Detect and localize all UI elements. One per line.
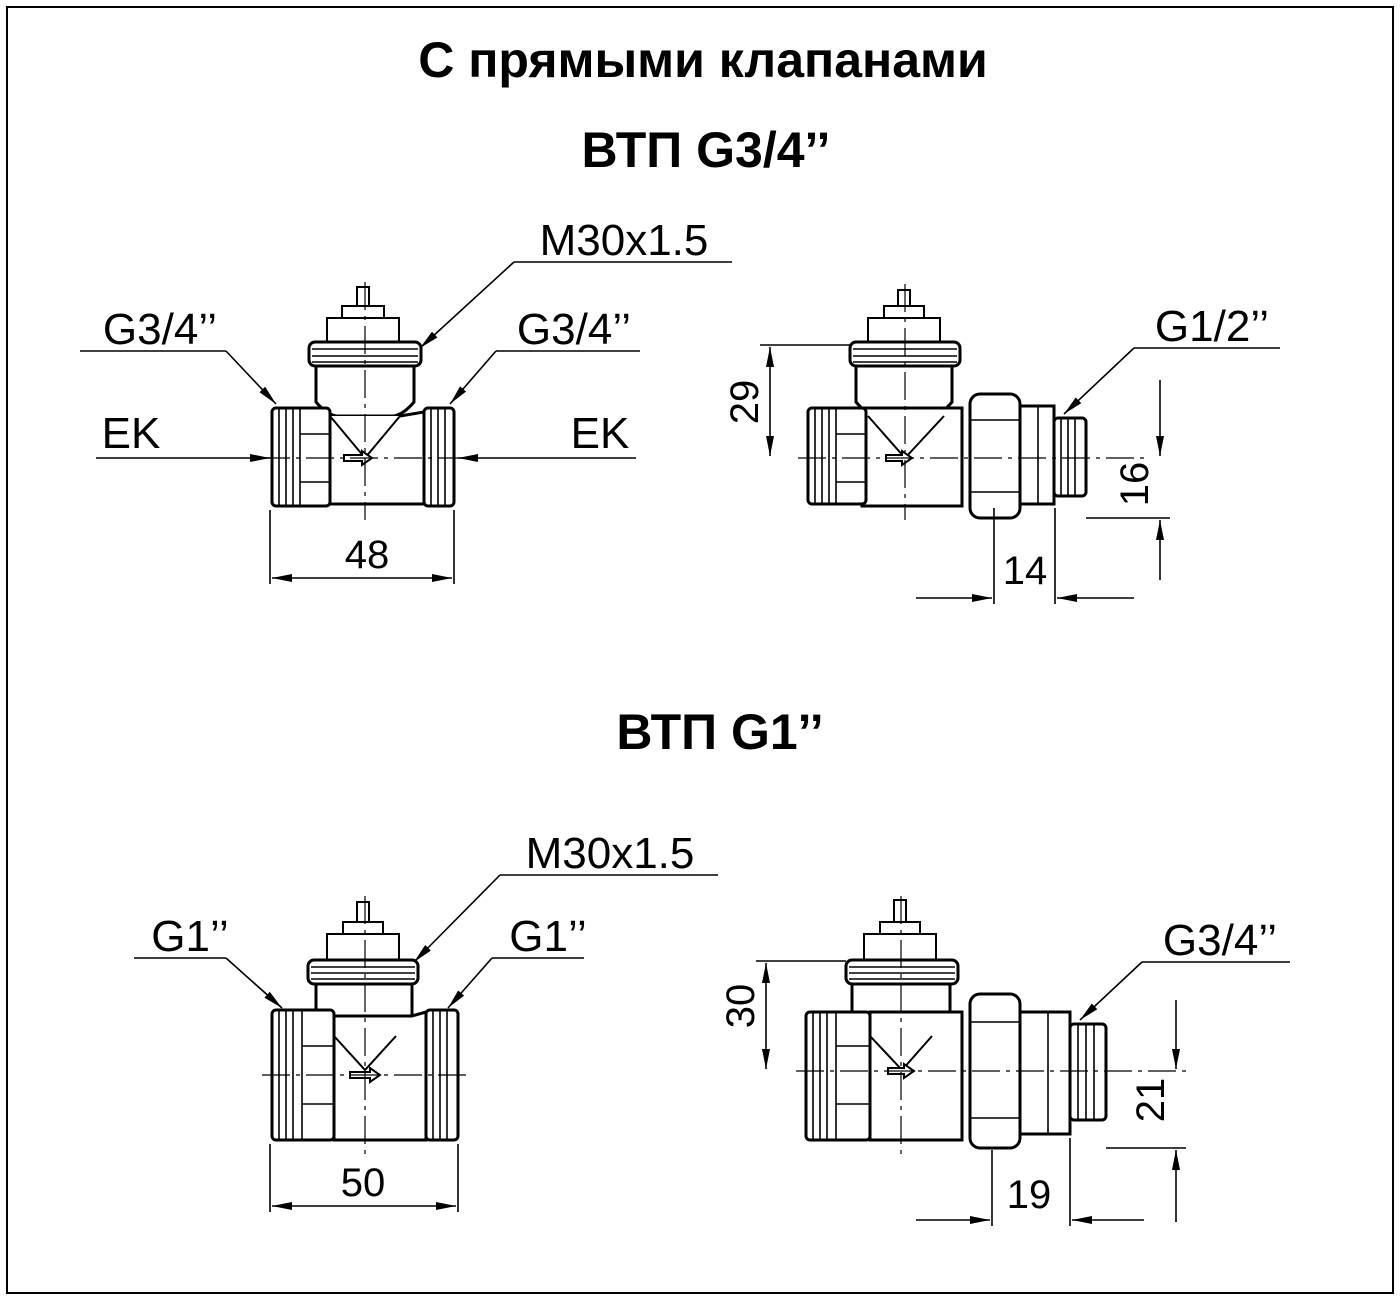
s1-top-thread-label: M30x1.5: [540, 216, 709, 265]
main-title: С прямыми клапанами: [418, 32, 988, 88]
section2-left-annotations: M30x1.5 G1’’ G1’’ 50: [134, 829, 718, 1212]
section1-right-annotations: G1/2’’ 29 16 14: [723, 302, 1280, 604]
s2-dim-vertical-a: 30: [719, 984, 763, 1029]
section2-title: ВТП G1’’: [616, 704, 823, 760]
section2-right-annotations: G3/4’’ 30 21 19: [719, 916, 1290, 1226]
section1-left-annotations: M30x1.5 G3/4’’ G3/4’’ EK EK 48: [80, 216, 732, 584]
s2-right-thread-label: G1’’: [509, 912, 586, 961]
valve-straight-g34: [262, 282, 470, 520]
s2-left-thread-label: G1’’: [151, 912, 228, 961]
valve-straight-g1: [262, 896, 470, 1156]
s1-dim-vertical-a: 29: [723, 380, 767, 425]
outer-border: [6, 6, 1394, 1294]
s1-left-ek-label: EK: [102, 409, 161, 458]
s2-variant-thread-label: G3/4’’: [1163, 916, 1277, 965]
s2-dim-vertical-b: 21: [1129, 1078, 1173, 1123]
s2-dim-horizontal: 19: [1007, 1173, 1052, 1217]
valve-union-g34: [796, 896, 1190, 1156]
s1-width-dim: 48: [345, 533, 390, 577]
s1-left-thread-label: G3/4’’: [103, 305, 217, 354]
s1-dim-vertical-b: 16: [1113, 462, 1157, 507]
s1-dim-horizontal: 14: [1003, 549, 1048, 593]
s2-width-dim: 50: [341, 1161, 386, 1205]
s1-right-ek-label: EK: [571, 409, 630, 458]
s2-top-thread-label: M30x1.5: [526, 829, 695, 878]
section1-title: ВТП G3/4’’: [582, 122, 831, 178]
valve-union-g12: [798, 284, 1150, 520]
s1-right-thread-label: G3/4’’: [517, 305, 631, 354]
s1-variant-thread-label: G1/2’’: [1155, 302, 1269, 351]
